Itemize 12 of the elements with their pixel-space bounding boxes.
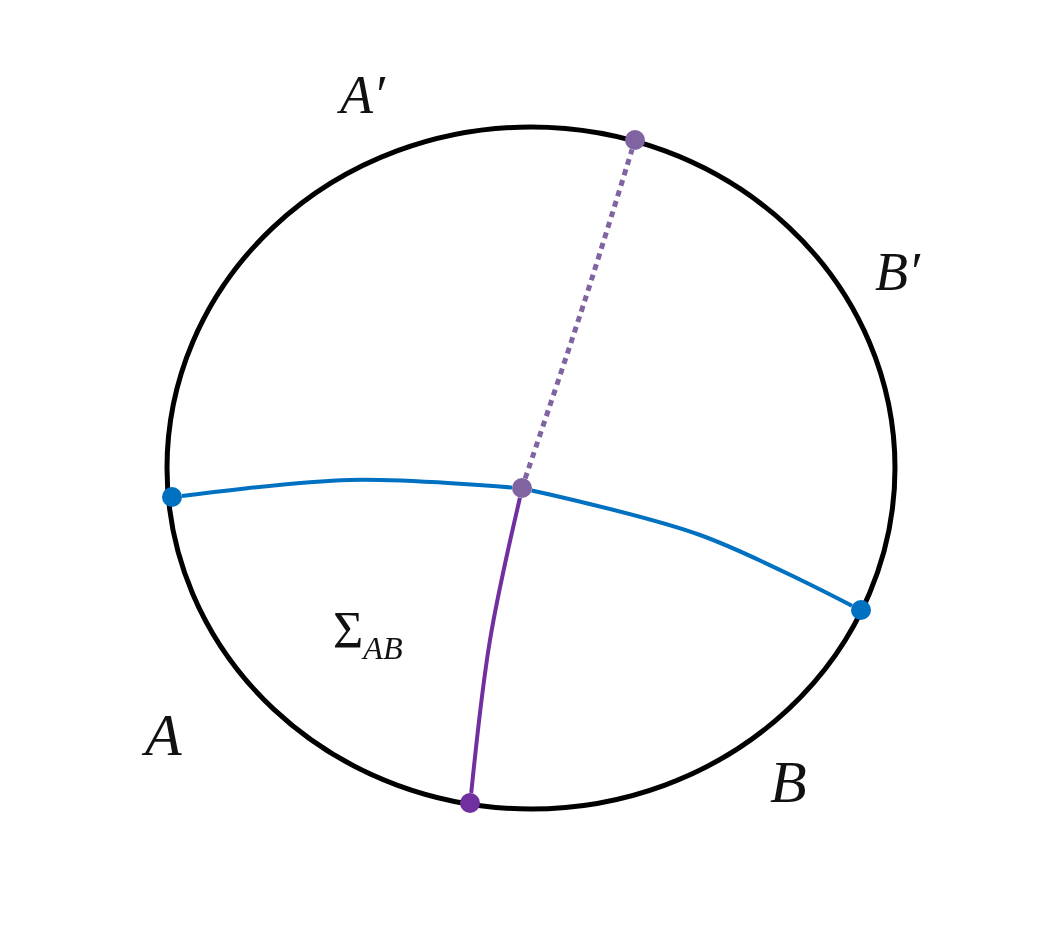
dotted-arc: [522, 148, 635, 480]
point-marker: [851, 600, 871, 620]
arc: [181, 477, 513, 499]
point-label: B: [770, 752, 807, 812]
point-marker: [460, 793, 480, 813]
point-marker: [512, 478, 532, 498]
point-label: B′: [875, 245, 920, 299]
arc: [531, 488, 853, 608]
point-marker: [162, 487, 182, 507]
point-marker: [625, 130, 645, 150]
point-label: Σ$_{AB}$: [333, 605, 403, 665]
arc: [469, 497, 522, 794]
